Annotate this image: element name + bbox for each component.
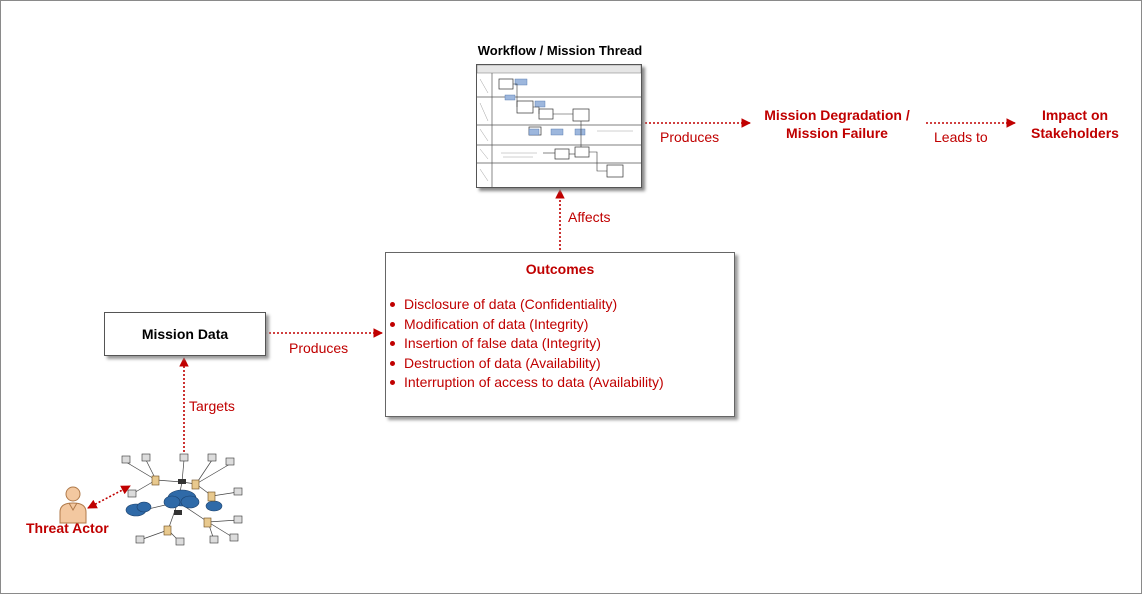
outcomes-title: Outcomes xyxy=(525,261,595,277)
outcomes-list: Disclosure of data (Confidentiality) Mod… xyxy=(386,295,664,393)
outcome-item: Insertion of false data (Integrity) xyxy=(386,334,664,354)
label-produces-top: Produces xyxy=(660,129,720,145)
network-illustration xyxy=(121,453,243,546)
label-targets: Targets xyxy=(189,398,235,414)
mission-data-box: Mission Data xyxy=(104,312,266,356)
person-icon xyxy=(59,486,87,524)
outcomes-box: Outcomes Disclosure of data (Confidentia… xyxy=(385,252,735,417)
mission-degradation-line1: Mission Degradation / xyxy=(764,107,910,123)
outcome-item: Interruption of access to data (Availabi… xyxy=(386,373,664,393)
threat-actor-label: Threat Actor xyxy=(26,520,109,536)
outcome-item: Modification of data (Integrity) xyxy=(386,315,664,335)
mission-degradation-line2: Mission Failure xyxy=(786,125,888,141)
outcome-item: Destruction of data (Availability) xyxy=(386,354,664,374)
workflow-swimlane-image xyxy=(476,64,642,187)
workflow-title: Workflow / Mission Thread xyxy=(477,43,643,58)
impact-label: Impact on Stakeholders xyxy=(1020,106,1130,142)
workflow-thumbnail xyxy=(476,64,642,188)
label-produces-left: Produces xyxy=(289,340,349,356)
impact-line2: Stakeholders xyxy=(1031,125,1119,141)
label-leads-to: Leads to xyxy=(934,129,988,145)
mission-degradation-label: Mission Degradation / Mission Failure xyxy=(752,106,922,142)
impact-line1: Impact on xyxy=(1041,107,1109,123)
mission-data-label: Mission Data xyxy=(141,326,229,342)
outcome-item: Disclosure of data (Confidentiality) xyxy=(386,295,664,315)
label-affects: Affects xyxy=(568,209,611,225)
